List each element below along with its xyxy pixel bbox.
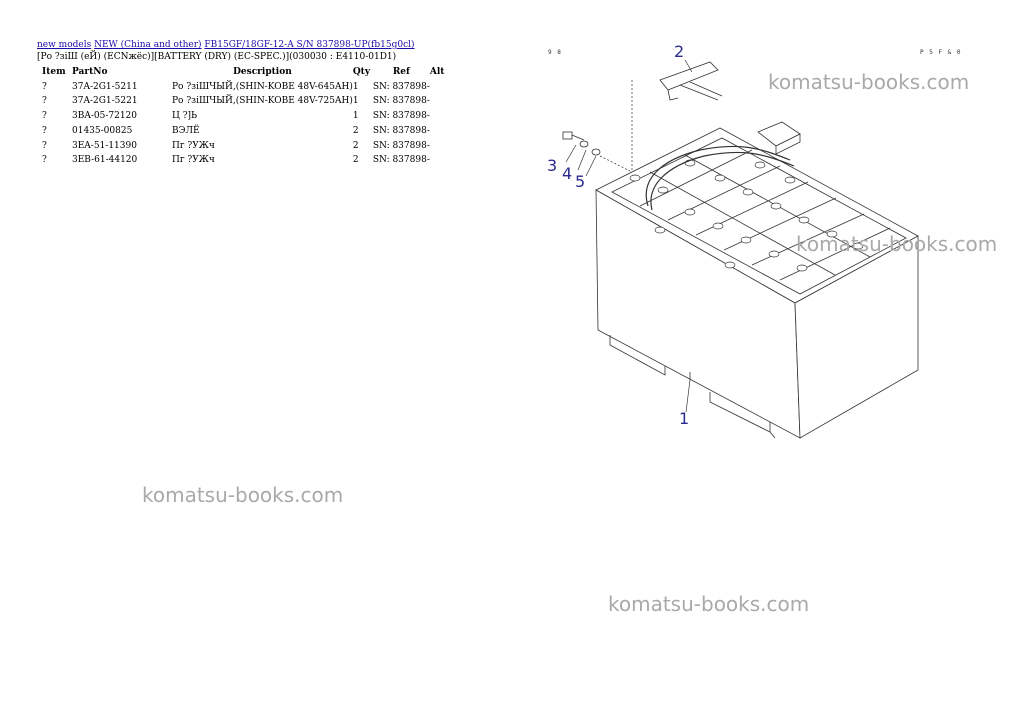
table-row: ? 01435-00825 ВЭЛЁ 2 SN: 837898- [37,124,450,139]
cell-description: Ро ?зіШЧЫЙ,(SHIN-KOBE 48V-645AH) [172,81,353,92]
breadcrumb-link-new-models[interactable]: new models [37,40,92,50]
drawing-code-left: 9 8 [548,49,562,56]
cell-ref: SN: 837898- [372,81,430,92]
cell-ref: SN: 837898- [372,111,430,122]
cell-alt [430,94,450,109]
cell-ref: SN: 837898- [372,96,430,107]
battery-diagram [562,59,919,439]
watermark: komatsu-books.com [796,232,998,256]
cell-qty: 2 [352,125,359,136]
col-qty: Qty [352,67,371,77]
cell-partno: 37A-2G1-5221 [72,96,138,107]
callout-3: 3 [547,156,558,175]
cell-item: ? [42,140,47,151]
cell-description: Ц ?]Ь [172,111,198,122]
watermark: komatsu-books.com [608,592,810,616]
cell-alt [430,124,450,139]
table-row: ? 37A-2G1-5221 Ро ?зіШЧЫЙ,(SHIN-KOBE 48V… [37,94,450,109]
page-title: [Ро ?зіШ (еЙ) (ЕСNжёс)][BATTERY (DRY) (E… [37,52,397,62]
cell-partno: 3EB-61-44120 [72,155,138,166]
cell-partno: 37A-2G1-5211 [72,81,138,92]
cell-alt [430,109,450,124]
cell-item: ? [42,111,47,122]
cell-partno: 3BA-05-72120 [72,111,138,122]
cell-alt [430,139,450,154]
cell-description: ВЭЛЁ [172,125,200,136]
table-row: ? 3EB-61-44120 Пг ?УЖч 2 SN: 837898- [37,153,450,168]
cell-ref: SN: 837898- [372,140,430,151]
table-row: ? 3BA-05-72120 Ц ?]Ь 1 SN: 837898- [37,109,450,124]
cell-description: Пг ?УЖч [172,140,215,151]
cell-item: ? [42,96,47,107]
watermark: komatsu-books.com [768,70,970,94]
cell-item: ? [42,81,47,92]
cell-qty: 2 [352,140,359,151]
callout-1: 1 [679,409,690,428]
parts-table: Item PartNo Description Qty Ref Alt ? 37… [37,65,450,168]
callout-5: 5 [575,172,586,191]
watermark: komatsu-books.com [142,483,344,507]
cell-qty: 1 [352,111,359,122]
col-description: Description [233,67,292,77]
cell-partno: 3EA-51-11390 [72,140,137,151]
cell-description: Пг ?УЖч [172,155,215,166]
breadcrumb-link-model[interactable]: FB15GF/18GF-12-A S/N 837898-UP(fb15g0cl) [204,40,415,50]
col-partno: PartNo [72,67,108,77]
col-item: Item [42,67,66,77]
table-row: ? 3EA-51-11390 Пг ?УЖч 2 SN: 837898- [37,139,450,154]
cell-description: Ро ?зіШЧЫЙ,(SHIN-KOBE 48V-725AH) [172,96,353,107]
cell-qty: 1 [352,81,359,92]
cell-item: ? [42,125,47,136]
cell-qty: 2 [352,155,359,166]
cell-ref: SN: 837898- [372,125,430,136]
drawing-code-right: P 5 F & 0 [920,49,962,56]
table-header-row: Item PartNo Description Qty Ref Alt [37,65,450,80]
breadcrumb-link-region[interactable]: NEW (China and other) [94,40,202,50]
cell-item: ? [42,155,47,166]
callout-4: 4 [562,164,573,183]
cell-qty: 1 [352,96,359,107]
cell-partno: 01435-00825 [72,125,133,136]
table-row: ? 37A-2G1-5211 Ро ?зіШЧЫЙ,(SHIN-KOBE 48V… [37,80,450,95]
cell-alt [430,153,450,168]
callout-2: 2 [674,42,685,61]
col-alt: Alt [429,67,445,77]
cell-ref: SN: 837898- [372,155,430,166]
col-ref: Ref [392,67,410,77]
cell-alt [430,80,450,95]
breadcrumb: new models NEW (China and other) FB15GF/… [37,39,415,51]
